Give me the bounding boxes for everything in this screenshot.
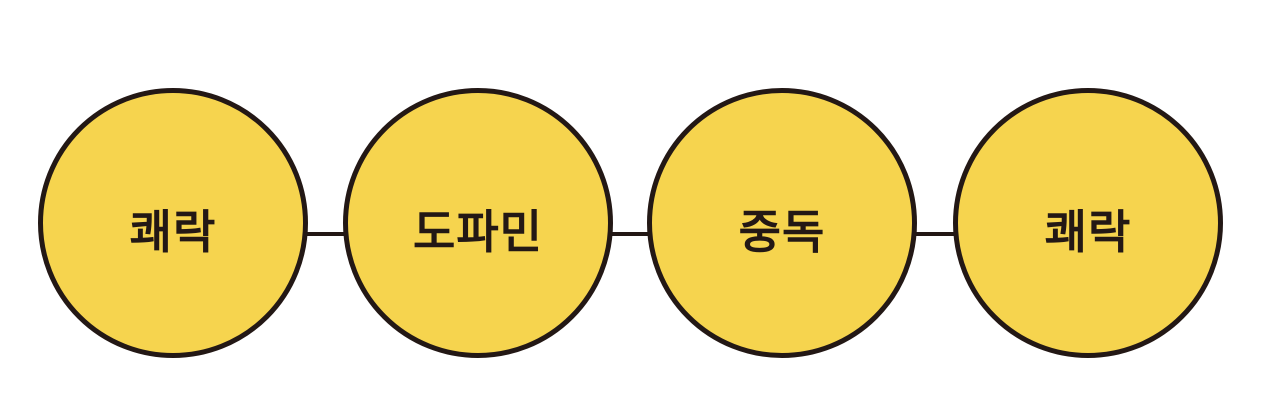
node-dopamine: 도파민 [343,88,613,358]
node-addiction: 중독 [647,88,917,358]
node-label: 쾌락 [1044,205,1132,259]
connector-line [915,232,957,236]
connector-line [305,232,347,236]
node-label: 도파민 [413,205,543,259]
node-label: 쾌락 [129,205,217,259]
connector-line [610,232,652,236]
node-label: 중독 [738,205,826,259]
node-pleasure: 쾌락 [38,88,308,358]
node-pleasure-2: 쾌락 [953,88,1223,358]
